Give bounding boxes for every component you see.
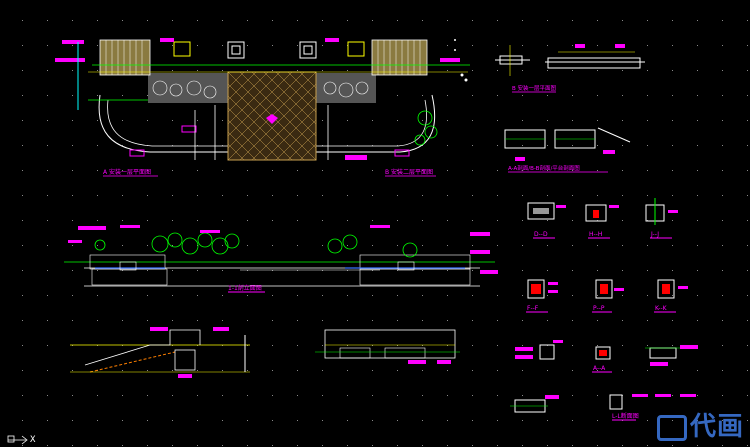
- section-ll-label: L-L断面图: [612, 412, 639, 420]
- detail-group-label: A-A剖面/B-B剖面/平台剖面图: [508, 164, 580, 172]
- section-ff-label: F--F: [527, 305, 539, 312]
- top-plan-drawing: A 安装一层平面图 B 安装二层平面图: [55, 38, 470, 177]
- bottom-middle-section: [315, 329, 460, 364]
- top-right-details: B 安装一层平面图 A-A剖面/B-B剖面/平台剖面图: [495, 44, 645, 173]
- ucs-icon: [7, 435, 28, 445]
- top-small-right-label: B 安装一层平面图: [512, 84, 557, 92]
- section-hh-label: H--H: [589, 231, 602, 238]
- watermark-logo: 代画: [656, 406, 744, 443]
- section-aa-label: A--A: [593, 365, 606, 372]
- section-main-label: 1-1剖立面图: [228, 284, 262, 292]
- section-kk-label: K--K: [655, 305, 668, 312]
- plan-left-label: A 安装一层平面图: [103, 168, 151, 176]
- ucs-axis-label: X: [30, 435, 36, 445]
- section-jj-label: J--J: [650, 231, 659, 238]
- bottom-right-details: A--A L-L断面图: [510, 340, 698, 421]
- plan-right-label: B 安装二层平面图: [385, 168, 433, 176]
- watermark-text: 代画: [689, 412, 744, 442]
- section-dd-label: D--D: [534, 231, 548, 238]
- ramp-section-drawing: [70, 327, 250, 378]
- section-details-grid: D--D H--H J--J F--F P--P K--K: [526, 198, 688, 313]
- section-pp-label: P--P: [593, 305, 605, 312]
- main-section-drawing: 1-1剖立面图: [64, 225, 498, 293]
- watermark-box-icon: [656, 414, 687, 441]
